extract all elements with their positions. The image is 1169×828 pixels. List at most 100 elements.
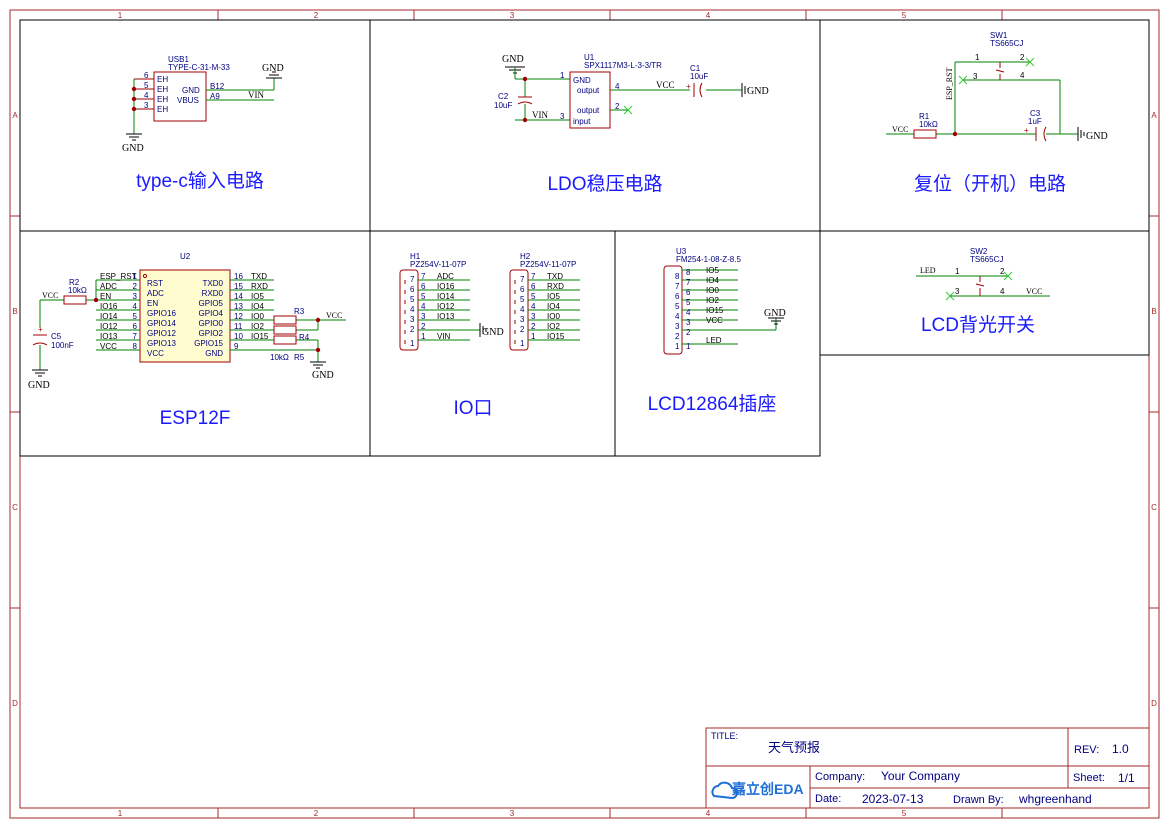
date-label: Date:	[815, 793, 841, 805]
sheet-value: 1/1	[1118, 771, 1135, 785]
usb-pin-name: GND	[182, 86, 200, 95]
io-headers: H1 PZ254V-11-07P 7 6 5 4 3 2 1 7 6 5 4 3…	[399, 252, 580, 351]
esp-pin: 8	[133, 342, 138, 351]
sw2-part: TS665CJ	[970, 255, 1003, 264]
net-gnd: GND	[764, 308, 786, 319]
row-label: C	[1151, 503, 1157, 512]
sw1-pin: 2	[1020, 53, 1025, 62]
ldo-part: SPX1117M3-L-3-3/TR	[584, 61, 662, 70]
esp-right-net: IO0	[251, 312, 264, 321]
col-label: 4	[706, 11, 711, 20]
esp-left-net: IO14	[100, 312, 118, 321]
h1-pin: 3	[410, 315, 415, 324]
h1-net: IO16	[437, 282, 455, 291]
usb-pin-name: VBUS	[177, 96, 199, 105]
cloud-icon	[711, 781, 738, 800]
h1-pin: 1	[421, 332, 426, 341]
net-vin: VIN	[248, 90, 264, 100]
usb-pin: 3	[144, 101, 149, 110]
col-label: 1	[118, 809, 123, 818]
net-gnd: GND	[747, 86, 769, 97]
row-label: A	[12, 111, 18, 120]
section-boxes	[19, 19, 1150, 457]
rev-label: REV:	[1074, 744, 1099, 756]
h1-net: VIN	[437, 332, 451, 341]
esp-pin: 11	[234, 322, 243, 331]
h1-header	[399, 269, 419, 351]
c3-ref: C3	[1030, 109, 1041, 118]
sw2-pin: 4	[1000, 287, 1005, 296]
polarity-mark: +	[38, 325, 43, 334]
esp-pin-name: GPIO13	[147, 339, 176, 348]
sw2-ref: SW2	[970, 247, 988, 256]
sw1-part: TS665CJ	[990, 39, 1023, 48]
esp-pin: 9	[234, 342, 239, 351]
esp-right-net: TXD	[251, 272, 267, 281]
h2-pin: 6	[531, 282, 536, 291]
row-label: D	[12, 699, 18, 708]
row-label: A	[1151, 111, 1157, 120]
c5-ref: C5	[51, 332, 62, 341]
lcd-net: IO4	[706, 276, 719, 285]
ldo-regulator	[569, 71, 611, 129]
h1-pin: 4	[410, 305, 415, 314]
esp-pin: 16	[234, 272, 243, 281]
esp-pin-name: GPIO4	[199, 309, 224, 318]
h1-pin: 6	[421, 282, 426, 291]
h2-pin: 3	[520, 315, 525, 324]
net-led: LED	[920, 266, 936, 275]
row-label: C	[12, 503, 18, 512]
lcd-pin: 6	[686, 288, 691, 297]
lcd-net: IO0	[706, 286, 719, 295]
esp-right-net: IO15	[251, 332, 269, 341]
esp-pin-name: TXD0	[203, 279, 224, 288]
usb-ref: USB1	[168, 55, 189, 64]
h2-pin: 5	[531, 292, 536, 301]
lcd-pin: 8	[675, 272, 680, 281]
lcd-pin: 2	[675, 332, 680, 341]
lcd-pin: 2	[686, 328, 691, 337]
row-label: D	[1151, 699, 1157, 708]
esp12f-module	[139, 269, 231, 363]
lcd-net: IO15	[706, 306, 724, 315]
ldo-pin-name: output	[577, 86, 600, 95]
esp-left-net: IO16	[100, 302, 118, 311]
h1-net: ADC	[437, 272, 454, 281]
backlight-circuit: SW2 TS665CJ 1 2 3 4 LED VCC	[916, 247, 1050, 301]
eda-logo: 嘉立创EDA	[711, 781, 804, 800]
h2-ref: H2	[520, 252, 531, 261]
title-value: 天气预报	[768, 740, 820, 755]
r5-value: 10kΩ	[270, 353, 289, 362]
title-label: TITLE:	[711, 731, 738, 741]
h2-pin: 3	[531, 312, 536, 321]
esp-pin: 3	[133, 292, 138, 301]
esp-pin-name: GPIO15	[194, 339, 223, 348]
col-label: 5	[902, 11, 907, 20]
esp-pin: 4	[133, 302, 138, 311]
lcd-net: LED	[706, 336, 722, 345]
usb-pin: 6	[144, 71, 149, 80]
u2-ref: U2	[180, 252, 191, 261]
h1-net: IO12	[437, 302, 455, 311]
polarity-mark: +	[686, 82, 691, 91]
esp-pin-name: GPIO12	[147, 329, 176, 338]
h1-pin: 4	[421, 302, 426, 311]
esp-pin-name: GPIO16	[147, 309, 176, 318]
esp12f-circuit: U2	[28, 252, 346, 391]
drawn-value: whgreenhand	[1018, 792, 1092, 806]
usb-pin-name: EH	[157, 95, 168, 104]
row-label: B	[12, 307, 17, 316]
usb-pin-name: EH	[157, 105, 168, 114]
sw2-pin: 1	[955, 267, 960, 276]
usb-pin: 4	[144, 91, 149, 100]
r1-resistor	[913, 129, 937, 139]
ldo-ref: U1	[584, 53, 595, 62]
lcd-socket: U3 FM254-1-08-Z-8.5 8 7 6 5 4 3 2 1 8 7 …	[663, 247, 786, 355]
h2-header	[509, 269, 529, 351]
sw2-pin: 2	[1000, 267, 1005, 276]
usb-pin: 5	[144, 81, 149, 90]
esp-pin: 15	[234, 282, 243, 291]
net-vcc: VCC	[42, 291, 58, 300]
h2-pin: 6	[520, 285, 525, 294]
sw1-pin: 3	[973, 72, 978, 81]
